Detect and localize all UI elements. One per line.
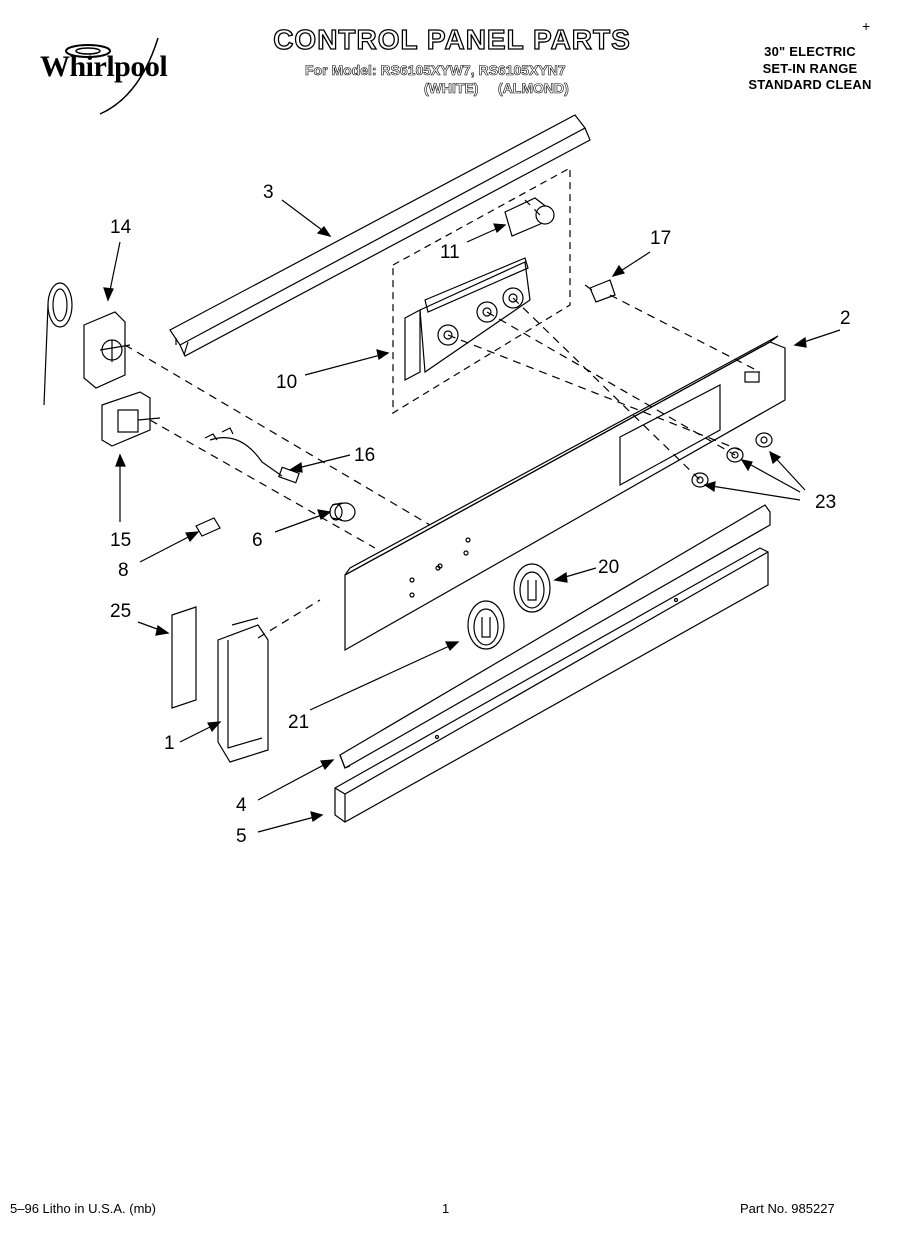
- part-2-control-panel: [344, 335, 786, 652]
- part-21-knob: [467, 600, 505, 650]
- spec-line-1: 30" ELECTRIC: [764, 44, 856, 59]
- part-6-push-button: [329, 502, 356, 522]
- spec-line-3: STANDARD CLEAN: [748, 77, 872, 92]
- page-title: CONTROL PANEL PARTS: [273, 23, 631, 55]
- leader-arrows: [103, 199, 841, 833]
- corner-mark: +: [862, 18, 871, 34]
- brand-name: Whirlpool: [40, 50, 168, 83]
- footer-print-info: 5–96 Litho in U.S.A. (mb): [10, 1201, 156, 1216]
- part-3-top-trim: [169, 114, 591, 357]
- part-14-timer: [43, 282, 131, 406]
- logo-swirl-icon: [65, 37, 159, 115]
- part-4-lower-trim: [339, 504, 771, 769]
- part-17-connector: [584, 279, 616, 303]
- part-1-end-cap: [217, 617, 269, 763]
- part-16-wire: [204, 427, 300, 484]
- callout-2: 2: [840, 308, 851, 329]
- callout-21: 21: [288, 712, 310, 733]
- callout-8: 8: [118, 560, 129, 581]
- page-number: 1: [442, 1201, 450, 1216]
- callout-20: 20: [598, 557, 620, 578]
- callout-10: 10: [276, 372, 298, 393]
- callout-23: 23: [815, 492, 837, 513]
- part-20-knob: [513, 563, 551, 613]
- callout-25: 25: [110, 601, 132, 622]
- alignment-lines: [124, 199, 761, 639]
- part-25-spacer: [171, 606, 197, 709]
- callout-1: 1: [164, 733, 175, 754]
- part-10-switch-group: [392, 166, 571, 415]
- part-number: Part No. 985227: [740, 1201, 835, 1216]
- callout-15: 15: [110, 530, 132, 551]
- callout-16: 16: [354, 445, 376, 466]
- callout-11: 11: [440, 242, 460, 263]
- callout-3: 3: [263, 182, 274, 203]
- callout-5: 5: [236, 826, 247, 847]
- callout-17: 17: [650, 228, 672, 249]
- callout-14: 14: [110, 217, 132, 238]
- spec-line-2: SET-IN RANGE: [762, 61, 858, 76]
- callout-6: 6: [252, 530, 263, 551]
- variant-white: (WHITE): [424, 80, 479, 97]
- callout-4: 4: [236, 795, 247, 816]
- part-23-grommets: [691, 432, 773, 488]
- brand-logo: [30, 36, 190, 116]
- model-line: For Model: RS6105XYW7, RS6105XYN7: [305, 62, 566, 79]
- part-15-bracket: [101, 391, 161, 447]
- part-8-clip: [195, 517, 221, 537]
- variant-almond: (ALMOND): [498, 80, 569, 97]
- part-5-lower-trim: [334, 547, 769, 823]
